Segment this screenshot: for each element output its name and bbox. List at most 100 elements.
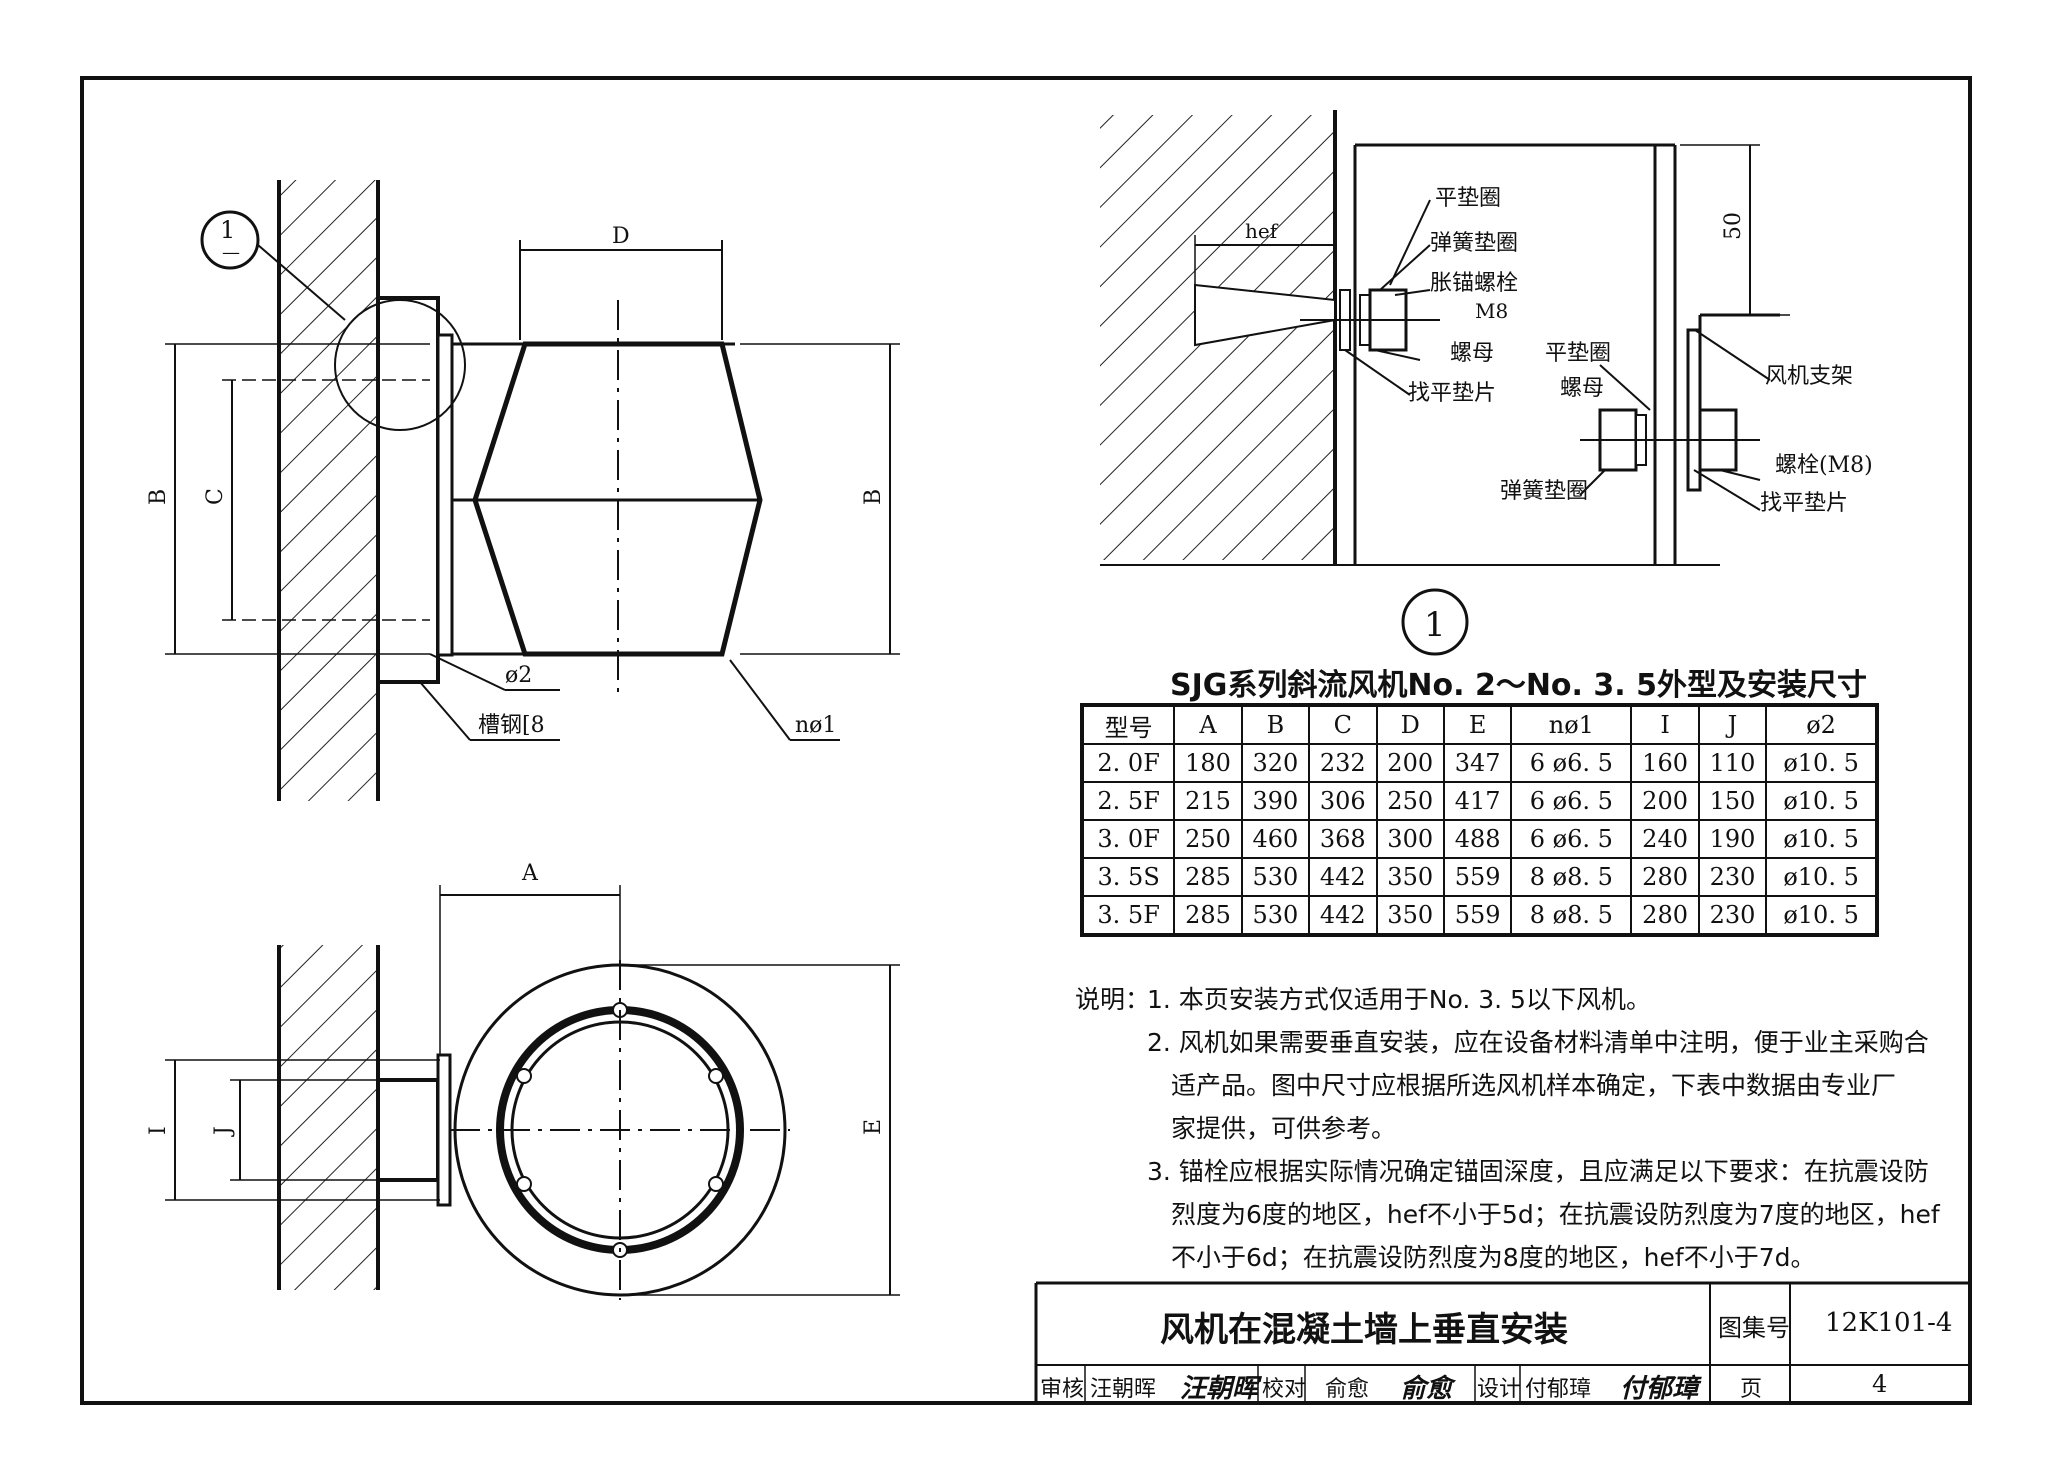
detail-circle — [334, 299, 466, 431]
bolt-m8-label: 螺栓(M8) — [1775, 453, 1873, 478]
table-cell: 350 — [1375, 857, 1445, 897]
check-label: 校对 — [1262, 1377, 1307, 1402]
note-line: 2. 风机如果需要垂直安装，应在设备材料清单中注明，便于业主采购合 — [1147, 1028, 1929, 1057]
detail-mark-num: 1 — [220, 216, 235, 244]
table-cell: 6 ø6. 5 — [1510, 819, 1633, 859]
nphi1-label: nø1 — [795, 713, 836, 738]
table-cell: 390 — [1240, 781, 1311, 821]
table-cell: 300 — [1375, 819, 1445, 859]
design-label: 设计 — [1477, 1377, 1522, 1402]
table-header: nø1 — [1510, 704, 1633, 745]
page-number: 4 — [1872, 1370, 1888, 1398]
table-cell: 530 — [1240, 895, 1311, 936]
table-header: 型号 — [1080, 704, 1176, 745]
table-cell: 200 — [1375, 743, 1445, 783]
dim-i-label: I — [146, 1126, 171, 1135]
table-row: 3. 5F 285 530 442 350 559 8 ø8. 5 280 23… — [1080, 895, 1878, 936]
notes-prefix: 说明： — [1075, 985, 1151, 1014]
channel-steel — [376, 296, 440, 684]
table-cell: 559 — [1442, 895, 1513, 936]
m8-label: M8 — [1475, 299, 1508, 323]
table-cell: 368 — [1308, 819, 1378, 859]
atlas-number: 12K101-4 — [1825, 1308, 1953, 1338]
table-cell: 3. 5S — [1080, 857, 1176, 897]
dim-b-left-label: B — [146, 489, 171, 505]
table-cell: 442 — [1308, 895, 1378, 936]
table-cell: 190 — [1697, 819, 1768, 859]
dim-c-label: C — [203, 488, 228, 505]
table-cell: 350 — [1375, 895, 1445, 936]
table-cell: 3. 5F — [1080, 895, 1176, 936]
table-cell: 6 ø6. 5 — [1510, 743, 1633, 783]
table-row: 2. 0F 180 320 232 200 347 6 ø6. 5 160 11… — [1080, 743, 1878, 783]
table-header: I — [1630, 704, 1700, 745]
table-cell: 280 — [1630, 857, 1700, 897]
sheet-border — [80, 76, 1972, 1405]
table-cell: 200 — [1630, 781, 1700, 821]
nut2-label: 螺母 — [1560, 376, 1604, 401]
note-line: 不小于6d；在抗震设防烈度为8度的地区，hef不小于7d。 — [1171, 1243, 1816, 1272]
note-line: 烈度为6度的地区，hef不小于5d；在抗震设防烈度为7度的地区，hef — [1171, 1200, 1940, 1229]
table-header: D — [1375, 704, 1445, 745]
note-line: 适产品。图中尺寸应根据所选风机样本确定，下表中数据由专业厂 — [1171, 1071, 1897, 1100]
fan-bracket-label: 风机支架 — [1765, 364, 1853, 389]
side-view — [165, 180, 900, 801]
shim-label: 找平垫片 — [1408, 381, 1496, 406]
detail-mark-dash: — — [222, 242, 240, 263]
reviewer-name: 汪朝晖 — [1090, 1377, 1157, 1402]
table-cell: 3. 0F — [1080, 819, 1176, 859]
table-row: 3. 5S 285 530 442 350 559 8 ø8. 5 280 23… — [1080, 857, 1878, 897]
atlas-label: 图集号 — [1718, 1314, 1790, 1342]
checker-name: 俞愈 — [1325, 1377, 1370, 1402]
hef-label: hef — [1245, 219, 1279, 243]
table-cell: ø10. 5 — [1765, 781, 1878, 821]
spring-washer2-label: 弹簧垫圈 — [1500, 479, 1588, 504]
table-cell: 250 — [1173, 819, 1243, 859]
flat-washer2-label: 平垫圈 — [1545, 341, 1611, 366]
table-title: SJG系列斜流风机No. 2～No. 3. 5外型及安装尺寸 — [1170, 668, 1867, 703]
table-header: ø2 — [1765, 704, 1878, 745]
table-cell: 306 — [1308, 781, 1378, 821]
table-cell: 285 — [1173, 895, 1243, 936]
table-cell: ø10. 5 — [1765, 857, 1878, 897]
table-cell: 320 — [1240, 743, 1311, 783]
note-line: 1. 本页安装方式仅适用于No. 3. 5以下风机。 — [1147, 985, 1651, 1014]
table-header: C — [1308, 704, 1378, 745]
dim-50-label: 50 — [1721, 212, 1746, 240]
table-cell: 8 ø8. 5 — [1510, 857, 1633, 897]
table-header: J — [1697, 704, 1768, 745]
table-cell: 6 ø6. 5 — [1510, 781, 1633, 821]
plan-view — [165, 885, 900, 1300]
table-cell: 488 — [1442, 819, 1513, 859]
dim-a-label: A — [521, 861, 539, 886]
detail-1-mark — [1401, 588, 1469, 656]
detail-1-number: 1 — [1424, 605, 1446, 645]
shim2-label: 找平垫片 — [1760, 491, 1848, 516]
detail-mark — [200, 210, 260, 270]
table-cell: 250 — [1375, 781, 1445, 821]
table-cell: 2. 0F — [1080, 743, 1176, 783]
table-cell: 160 — [1630, 743, 1700, 783]
table-cell: 417 — [1442, 781, 1513, 821]
anchor-bolt-label: 胀锚螺栓 — [1430, 271, 1518, 296]
review-label: 审核 — [1040, 1377, 1085, 1402]
table-row: 3. 0F 250 460 368 300 488 6 ø6. 5 240 19… — [1080, 819, 1878, 859]
note-line: 3. 锚栓应根据实际情况确定锚固深度，且应满足以下要求：在抗震设防 — [1147, 1157, 1929, 1186]
table-cell: 442 — [1308, 857, 1378, 897]
table-cell: 230 — [1697, 895, 1768, 936]
dim-j-label: J — [211, 1126, 236, 1137]
checker-signature: 俞愈 — [1400, 1374, 1453, 1404]
drawing-title: 风机在混凝土墙上垂直安装 — [1160, 1310, 1568, 1350]
title-block — [1034, 1281, 1970, 1403]
table-cell: ø10. 5 — [1765, 819, 1878, 859]
table-cell: 215 — [1173, 781, 1243, 821]
table-cell: 280 — [1630, 895, 1700, 936]
table-header-row: 型号 A B C D E nø1 I J ø2 — [1080, 704, 1878, 745]
table-cell: 232 — [1308, 743, 1378, 783]
table-cell: 240 — [1630, 819, 1700, 859]
table-cell: 530 — [1240, 857, 1311, 897]
designer-signature: 付郁璋 — [1620, 1374, 1699, 1404]
channel-label: 槽钢[8 — [478, 713, 545, 738]
table-cell: ø10. 5 — [1765, 895, 1878, 936]
